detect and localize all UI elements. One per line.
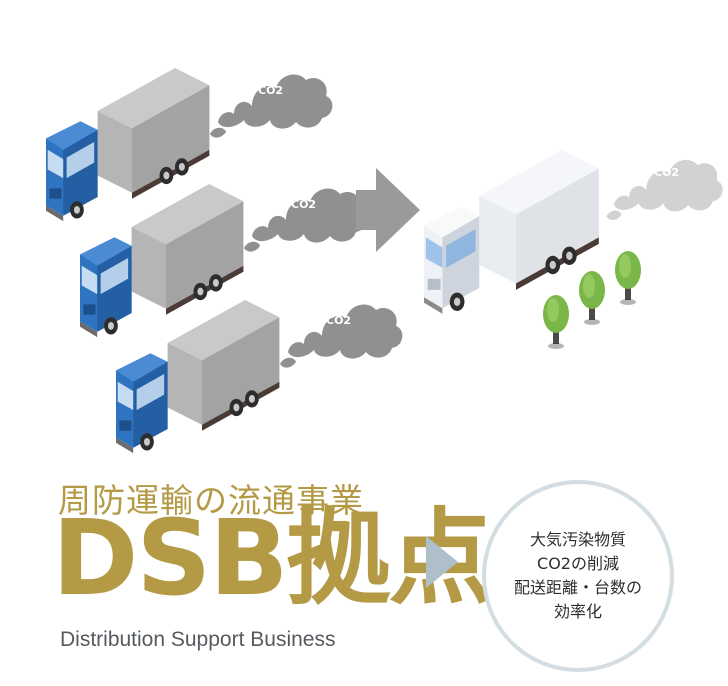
blue-truck-icon — [116, 300, 280, 454]
illustration-scene: CO2 CO2 CO2 CO2 — [46, 68, 723, 454]
tree-icon — [543, 295, 569, 349]
tree-icon — [579, 271, 605, 325]
co2-label: CO2 — [258, 84, 283, 97]
english-caption: Distribution Support Business — [60, 628, 336, 651]
white-truck-icon — [424, 150, 599, 314]
page-title: DSB拠点 — [52, 497, 493, 619]
co2-label: CO2 — [326, 314, 351, 327]
benefit-line: 配送距離・台数の — [513, 578, 642, 597]
tree-icon — [615, 251, 641, 305]
co2-label: CO2 — [291, 198, 316, 211]
chevron-right-icon — [426, 536, 458, 588]
business-subtitle: 周防運輸の流通事業 — [58, 481, 364, 520]
co2-label: CO2 — [654, 166, 679, 179]
benefits-circle: 大気汚染物質 CO2の削減 配送距離・台数の 効率化 — [482, 480, 674, 672]
arrow-right-icon — [356, 168, 420, 252]
benefit-line: 大気汚染物質 — [529, 530, 626, 549]
blue-truck-icon — [80, 184, 244, 338]
benefit-line: 効率化 — [553, 602, 602, 621]
benefit-line: CO2の削減 — [537, 554, 619, 573]
